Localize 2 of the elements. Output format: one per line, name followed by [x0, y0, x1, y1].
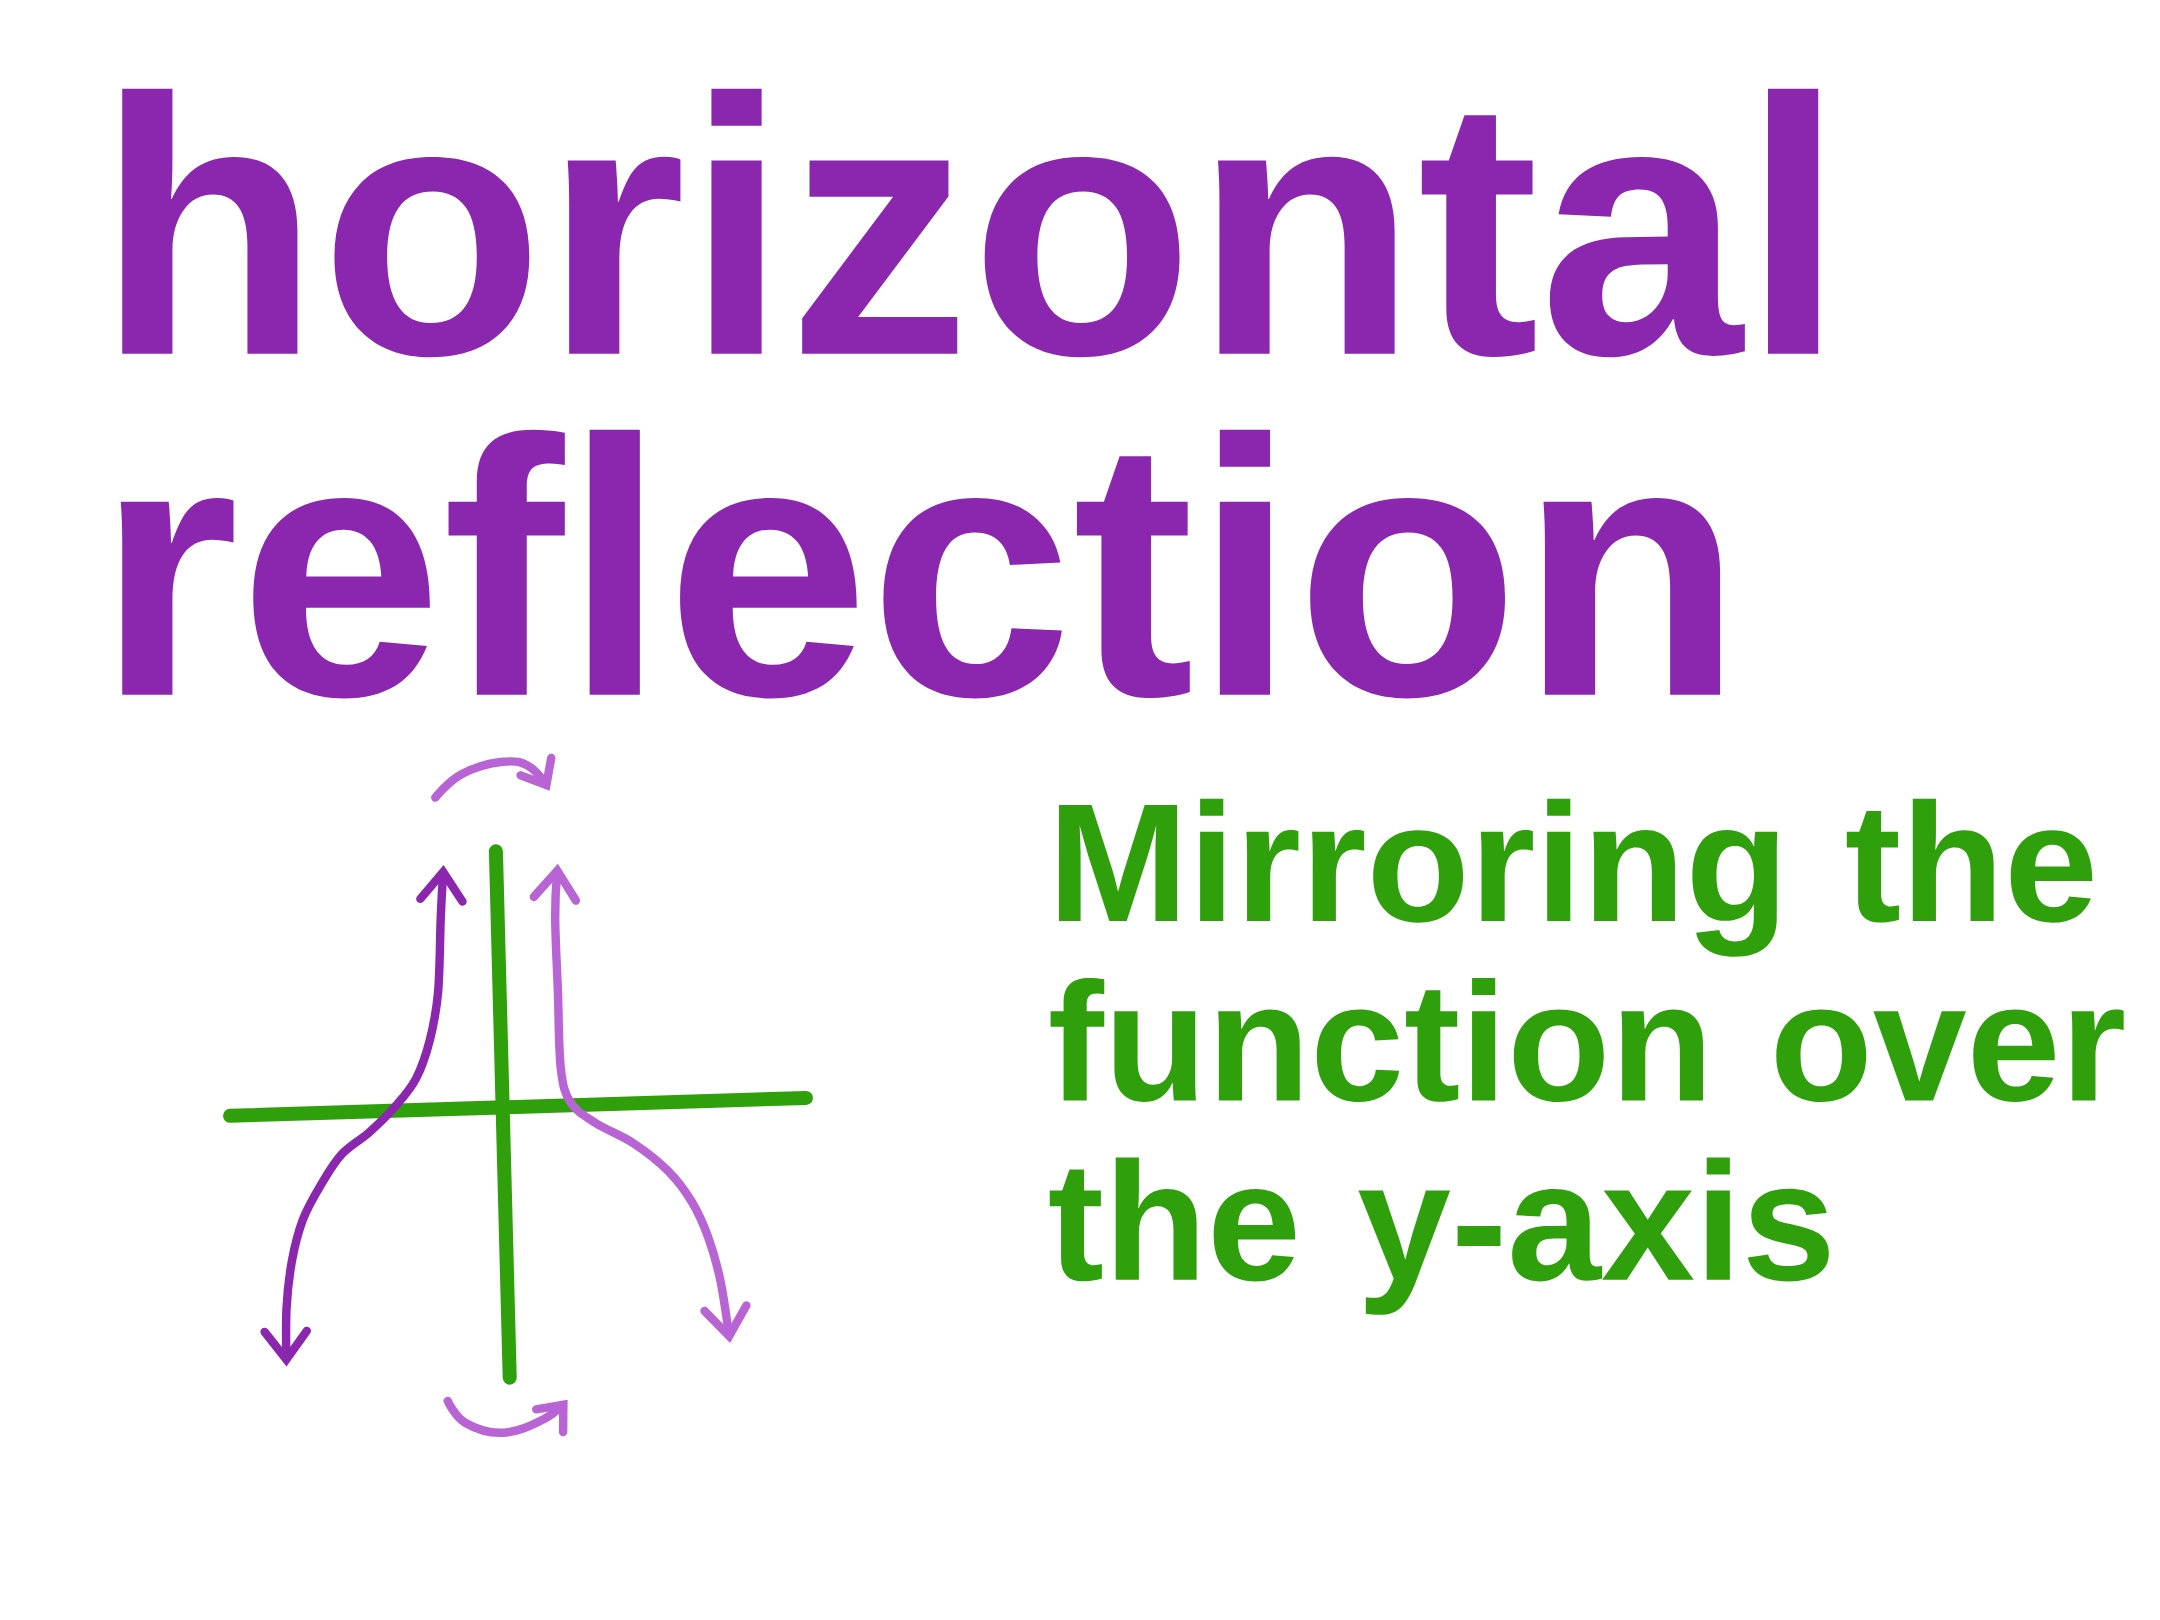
heading: horizontal reflection	[120, 88, 1819, 699]
description-text: Mirroring the function over the y-axis	[1049, 798, 2124, 1315]
